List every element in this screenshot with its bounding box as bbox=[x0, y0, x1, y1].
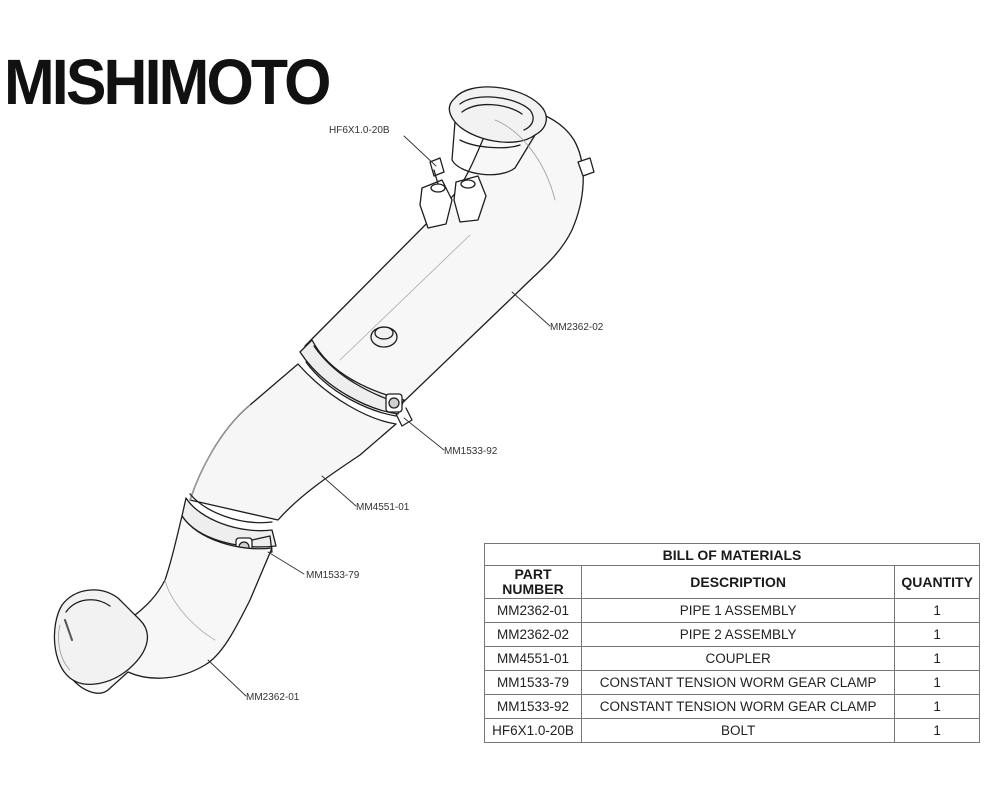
cell-part: MM1533-79 bbox=[484, 670, 582, 695]
cell-quantity: 1 bbox=[894, 598, 980, 623]
pipe-1-assembly bbox=[53, 515, 273, 694]
table-row: MM1533-92 CONSTANT TENSION WORM GEAR CLA… bbox=[484, 694, 980, 719]
cell-description: PIPE 2 ASSEMBLY bbox=[580, 622, 896, 647]
cell-part: MM2362-02 bbox=[484, 622, 582, 647]
callout-mm1533-92: MM1533-92 bbox=[444, 446, 498, 457]
cell-part: MM4551-01 bbox=[484, 646, 582, 671]
cell-part: MM2362-01 bbox=[484, 598, 582, 623]
cell-part: HF6X1.0-20B bbox=[484, 718, 582, 743]
table-row: HF6X1.0-20B BOLT 1 bbox=[484, 718, 980, 743]
callout-mm1533-79: MM1533-79 bbox=[306, 570, 360, 581]
bom-title-row: BILL OF MATERIALS bbox=[484, 543, 980, 566]
header-quantity: QUANTITY bbox=[894, 565, 980, 599]
cell-description: BOLT bbox=[580, 718, 896, 743]
brand-logo: MISHIMOTO bbox=[4, 46, 331, 118]
callout-mm4551-01: MM4551-01 bbox=[356, 502, 410, 513]
cell-quantity: 1 bbox=[894, 670, 980, 695]
callout-mm2362-02: MM2362-02 bbox=[550, 322, 604, 333]
cell-description: CONSTANT TENSION WORM GEAR CLAMP bbox=[580, 694, 896, 719]
cell-description: CONSTANT TENSION WORM GEAR CLAMP bbox=[580, 670, 896, 695]
leader-lines bbox=[207, 135, 551, 697]
cell-quantity: 1 bbox=[894, 718, 980, 743]
cell-description: PIPE 1 ASSEMBLY bbox=[580, 598, 896, 623]
cell-part: MM1533-92 bbox=[484, 694, 582, 719]
cell-description: COUPLER bbox=[580, 646, 896, 671]
cell-quantity: 1 bbox=[894, 694, 980, 719]
table-row: MM4551-01 COUPLER 1 bbox=[484, 646, 980, 671]
pipe-2-assembly bbox=[304, 86, 595, 411]
callout-hf6x1-20b: HF6X1.0-20B bbox=[329, 125, 390, 136]
bolt bbox=[429, 157, 445, 185]
callout-mm2362-01: MM2362-01 bbox=[246, 692, 300, 703]
bom-title: BILL OF MATERIALS bbox=[484, 543, 980, 566]
cell-quantity: 1 bbox=[894, 622, 980, 647]
coupler bbox=[189, 363, 397, 521]
upper-clamp bbox=[299, 339, 413, 427]
table-row: MM2362-01 PIPE 1 ASSEMBLY 1 bbox=[484, 598, 980, 623]
header-description: DESCRIPTION bbox=[580, 565, 896, 599]
cell-quantity: 1 bbox=[894, 646, 980, 671]
table-row: MM1533-79 CONSTANT TENSION WORM GEAR CLA… bbox=[484, 670, 980, 695]
table-row: MM2362-02 PIPE 2 ASSEMBLY 1 bbox=[484, 622, 980, 647]
